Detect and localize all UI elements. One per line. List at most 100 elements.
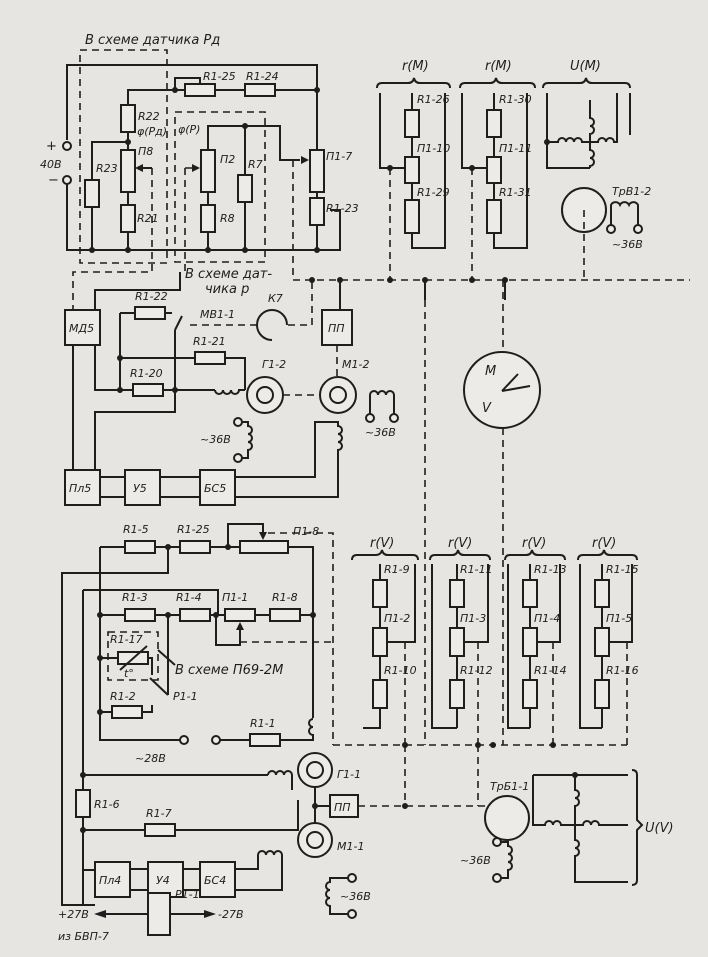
label: φ(Р) bbox=[178, 123, 200, 136]
signal-line bbox=[358, 745, 520, 807]
generator-inner bbox=[256, 386, 274, 404]
label: R1-16 bbox=[606, 664, 639, 677]
label: R21 bbox=[137, 212, 159, 225]
resistor-r1-12 bbox=[449, 679, 465, 709]
resistor-r1-13 bbox=[522, 579, 538, 608]
arrow-icon bbox=[192, 164, 200, 172]
node bbox=[165, 612, 171, 618]
wire bbox=[504, 549, 566, 561]
label: R1-29 bbox=[417, 186, 450, 199]
wire bbox=[174, 77, 201, 90]
label: R1-3 bbox=[122, 591, 148, 604]
terminal bbox=[365, 413, 375, 423]
terminal bbox=[606, 224, 616, 234]
node bbox=[172, 87, 178, 93]
wire bbox=[100, 476, 200, 498]
node bbox=[117, 387, 123, 393]
potentiometer-p1-10 bbox=[404, 156, 420, 184]
resistor-r22 bbox=[120, 104, 136, 133]
terminal bbox=[492, 837, 502, 847]
wire bbox=[431, 564, 489, 729]
block-u5 bbox=[124, 469, 161, 506]
meter-needle-icon bbox=[501, 373, 531, 392]
label: Г1-2 bbox=[262, 358, 286, 371]
signal-line bbox=[184, 167, 194, 272]
label: П1-10 bbox=[417, 142, 450, 155]
resistor-r1-2 bbox=[111, 705, 143, 719]
node bbox=[312, 803, 318, 809]
label: R7 bbox=[248, 158, 263, 171]
label: МВ1-1 bbox=[200, 308, 235, 321]
sensor-pd-boundary bbox=[79, 49, 168, 264]
wire bbox=[207, 125, 300, 250]
rv-group-4: r(V) R1-15 П1-5 R1-16 bbox=[577, 536, 639, 745]
label: ~28В bbox=[135, 752, 166, 765]
block-pl4 bbox=[94, 861, 131, 898]
terminal bbox=[233, 453, 243, 463]
label: ~36В bbox=[365, 426, 396, 439]
node bbox=[80, 827, 86, 833]
diagram-mark bbox=[544, 139, 550, 145]
label: R1-21 bbox=[193, 335, 226, 348]
potentiometer-p1-5 bbox=[594, 627, 610, 657]
label: R1-25 bbox=[203, 70, 236, 83]
coil bbox=[267, 770, 293, 790]
terminal bbox=[211, 735, 221, 745]
label: П1-3 bbox=[460, 612, 486, 625]
label: R1-1 bbox=[250, 717, 276, 730]
wire bbox=[61, 547, 169, 906]
label: − bbox=[48, 173, 59, 188]
wire bbox=[82, 774, 299, 871]
resistor-r1-9 bbox=[372, 579, 388, 608]
label: R1-10 bbox=[384, 664, 417, 677]
potentiometer-p1-3 bbox=[449, 627, 465, 657]
arrow-icon bbox=[301, 156, 309, 164]
label: М1-1 bbox=[337, 840, 364, 853]
coil bbox=[500, 841, 513, 879]
resistor-r1-4 bbox=[179, 608, 211, 622]
wire bbox=[363, 564, 416, 729]
node bbox=[97, 709, 103, 715]
terminal bbox=[233, 417, 243, 427]
wire bbox=[82, 589, 219, 905]
resistor-r1-8 bbox=[269, 608, 301, 622]
label: БС4 bbox=[204, 874, 226, 887]
label: +27В bbox=[58, 908, 89, 921]
terminal-minus bbox=[62, 175, 72, 185]
label: t° bbox=[124, 667, 134, 680]
wire bbox=[424, 280, 506, 300]
node bbox=[125, 139, 131, 145]
label-sensor-pd: В схеме датчика Рд bbox=[85, 33, 220, 48]
terminal bbox=[179, 735, 189, 745]
node bbox=[125, 247, 131, 253]
label: В схеме дат- bbox=[185, 267, 272, 282]
motor-inner bbox=[306, 831, 324, 849]
node bbox=[309, 277, 315, 283]
label: r(V) bbox=[592, 536, 616, 551]
resistor-r1-24 bbox=[244, 83, 276, 97]
coil bbox=[369, 390, 395, 415]
arrow-icon bbox=[259, 532, 267, 540]
diagram-mark bbox=[572, 772, 578, 778]
node bbox=[97, 655, 103, 661]
label: R1-22 bbox=[135, 290, 168, 303]
label: из БВП-7 bbox=[58, 930, 109, 943]
leader-line bbox=[149, 649, 176, 696]
block-bs5 bbox=[199, 469, 236, 506]
label: V bbox=[482, 401, 492, 416]
label: R1-26 bbox=[417, 93, 450, 106]
potentiometer-p1-8 bbox=[239, 540, 289, 554]
label: У5 bbox=[133, 482, 147, 495]
wire bbox=[351, 549, 419, 561]
wire bbox=[461, 93, 528, 249]
node bbox=[172, 387, 178, 393]
potentiometer-p1-4 bbox=[522, 627, 538, 657]
switch-mv1-1 bbox=[174, 315, 183, 331]
label: ПП bbox=[334, 801, 351, 814]
resistor-r1-21 bbox=[194, 351, 226, 365]
node bbox=[89, 247, 95, 253]
label: П8 bbox=[138, 145, 153, 158]
wire bbox=[220, 718, 314, 741]
signal-line bbox=[288, 280, 313, 326]
label: П1-4 bbox=[534, 612, 560, 625]
